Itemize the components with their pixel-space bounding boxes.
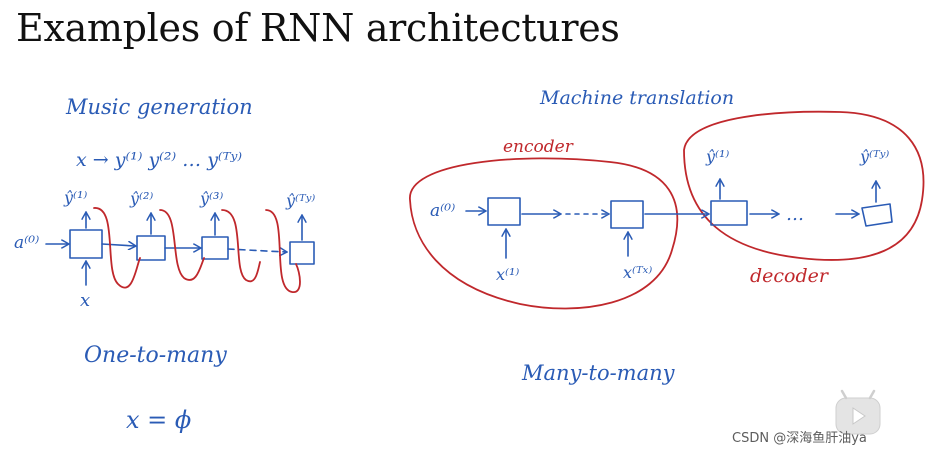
left-cell-4 bbox=[289, 241, 315, 265]
left-cell-1 bbox=[69, 229, 103, 259]
encoder-input-1: x⁽¹⁾ bbox=[496, 265, 519, 284]
machine-translation-heading: Machine translation bbox=[539, 87, 734, 109]
music-mapping: x → y⁽¹⁾ y⁽²⁾ … y⁽ᵀʸ⁾ bbox=[76, 149, 242, 171]
decoder-cell-1 bbox=[710, 200, 748, 226]
decoder-outline bbox=[683, 110, 925, 261]
feedback-loop-2 bbox=[159, 209, 205, 281]
watermark: CSDN @深海鱼肝油ya bbox=[732, 431, 867, 446]
x-equals-phi: x = ϕ bbox=[126, 406, 191, 434]
play-logo-icon bbox=[835, 389, 881, 435]
left-input: x bbox=[80, 290, 90, 311]
decoder-output-2: ŷ⁽ᵀʸ⁾ bbox=[859, 147, 889, 166]
decoder-output-1: ŷ⁽¹⁾ bbox=[705, 147, 729, 166]
right-initial-state: a⁽⁰⁾ bbox=[430, 201, 455, 221]
decoder-ellipsis: … bbox=[786, 204, 804, 225]
encoder-cell-2 bbox=[610, 200, 644, 229]
left-output-4: ŷ⁽ᵀʸ⁾ bbox=[285, 191, 315, 210]
one-to-many-label: One-to-many bbox=[84, 343, 227, 368]
encoder-input-2: x⁽ᵀˣ⁾ bbox=[623, 263, 652, 282]
left-output-3: ŷ⁽³⁾ bbox=[199, 189, 223, 208]
left-cell-2 bbox=[136, 235, 166, 261]
music-generation-heading: Music generation bbox=[65, 95, 253, 119]
feedback-loop-4 bbox=[265, 209, 301, 293]
left-cell-3 bbox=[201, 236, 229, 260]
left-output-1: ŷ⁽¹⁾ bbox=[63, 188, 87, 207]
encoder-cell-1 bbox=[487, 197, 521, 226]
left-arrow-1-2 bbox=[101, 244, 135, 246]
encoder-label: encoder bbox=[503, 137, 574, 157]
left-arrow-3-4 bbox=[227, 249, 286, 252]
decoder-cell-2 bbox=[861, 203, 893, 227]
decoder-label: decoder bbox=[750, 265, 830, 287]
slide-title: Examples of RNN architectures bbox=[16, 6, 620, 50]
feedback-loop-1 bbox=[93, 207, 141, 289]
feedback-loop-3 bbox=[221, 209, 261, 283]
left-output-2: ŷ⁽²⁾ bbox=[129, 189, 153, 208]
encoder-outline bbox=[409, 157, 679, 310]
left-initial-state: a⁽⁰⁾ bbox=[14, 233, 39, 253]
many-to-many-label: Many-to-many bbox=[521, 361, 676, 385]
